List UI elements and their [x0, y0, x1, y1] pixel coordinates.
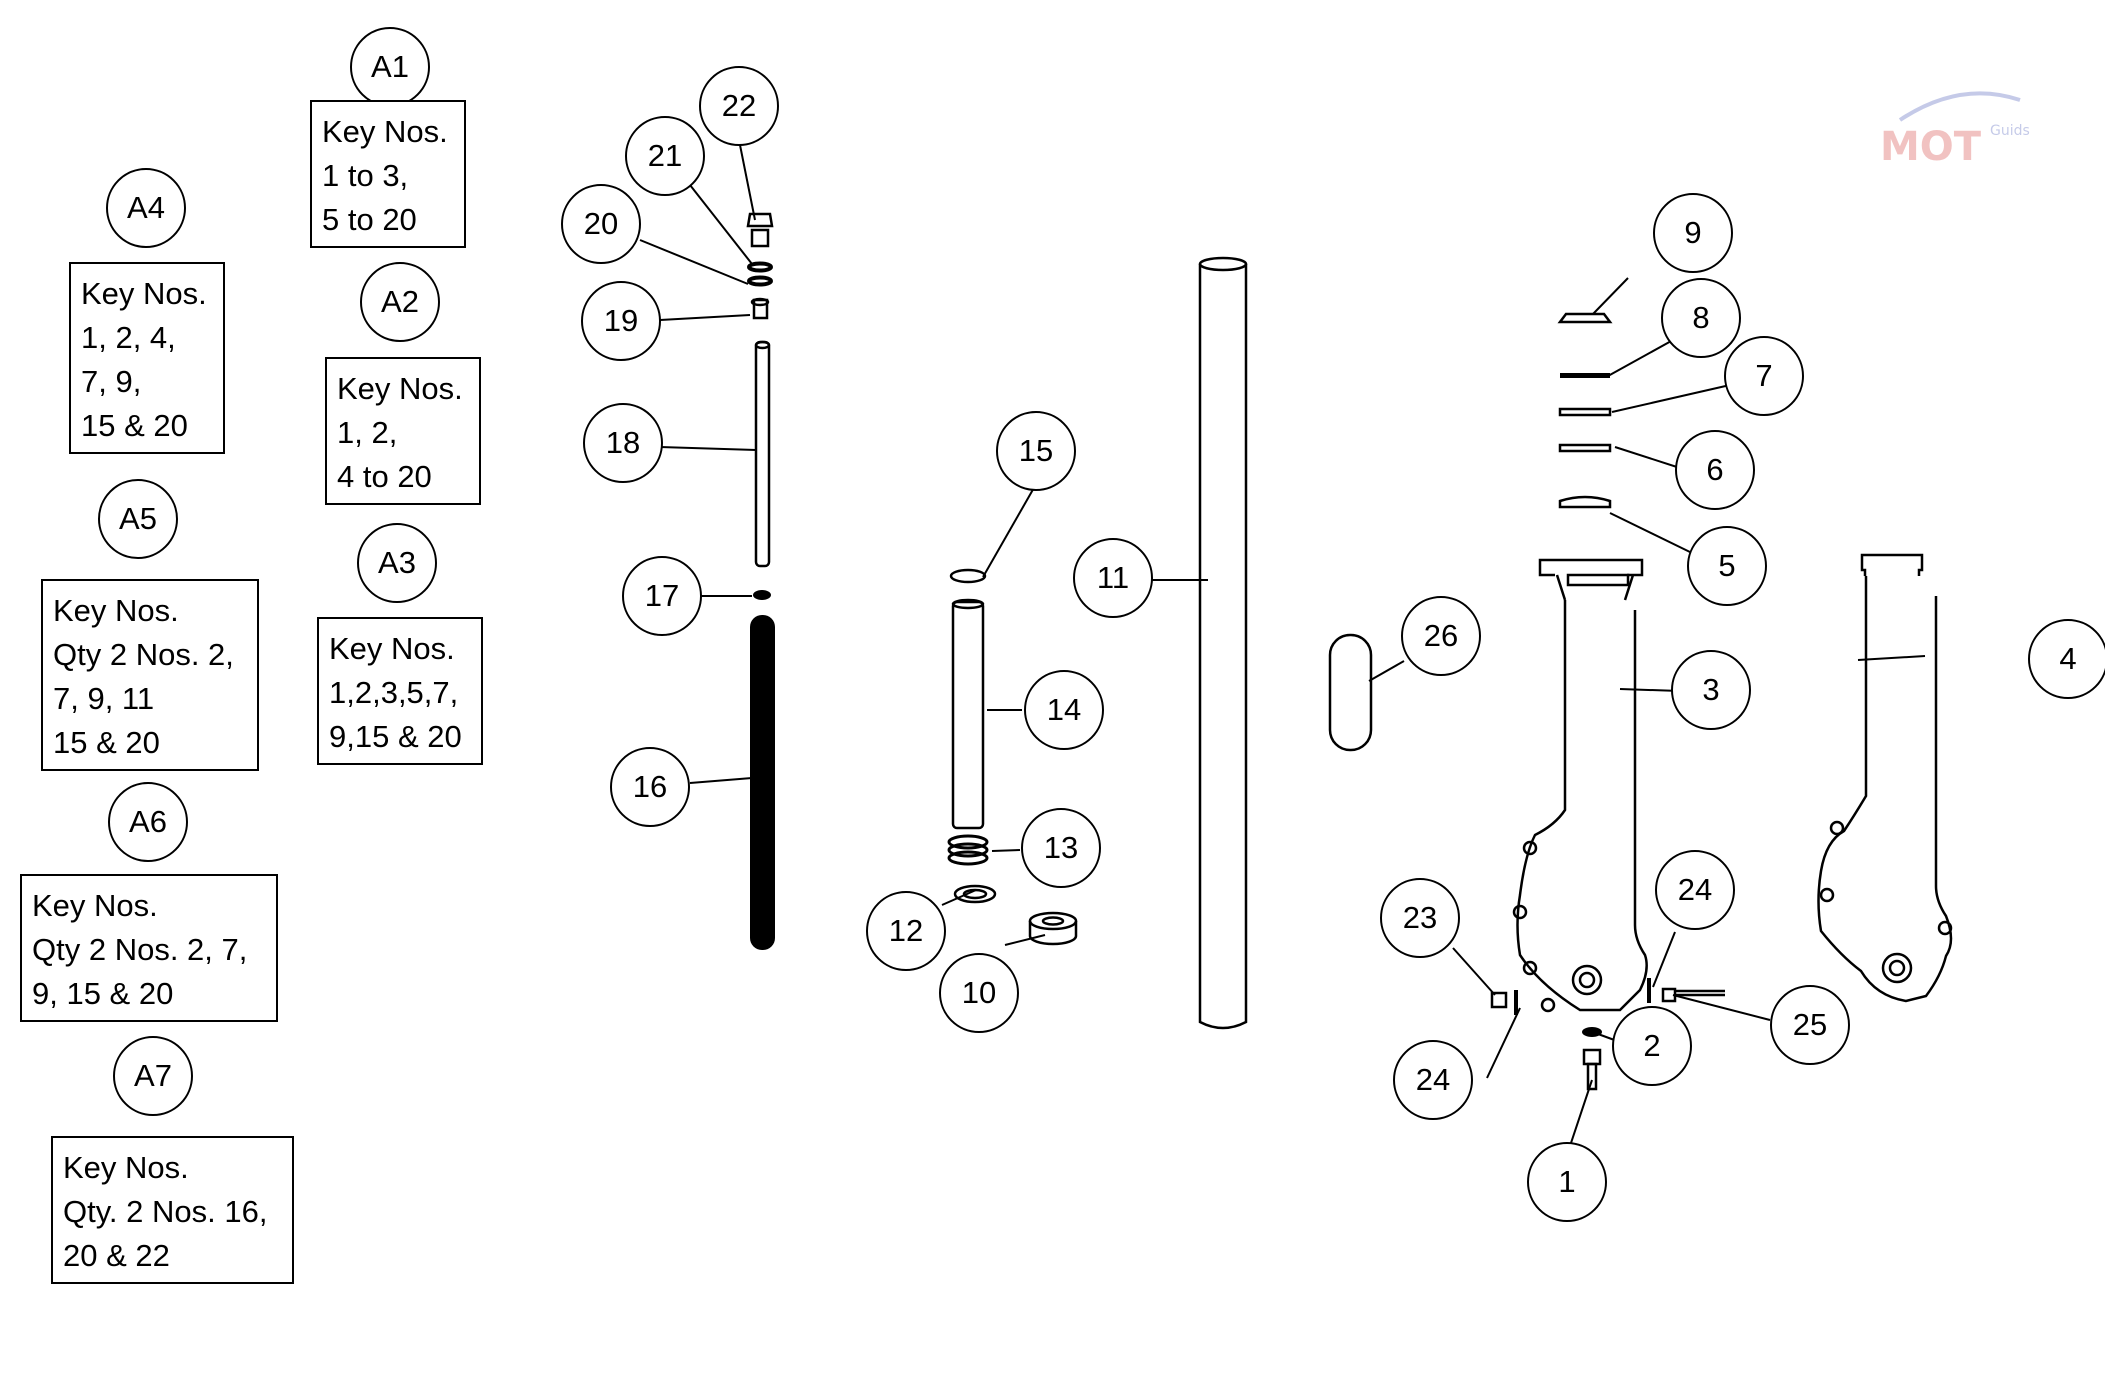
assembly-line: Key Nos.	[322, 114, 448, 149]
callout-16: 16	[610, 747, 690, 827]
assembly-line: 20 & 22	[63, 1238, 170, 1273]
callout-11: 11	[1073, 538, 1153, 618]
callout-6: 6	[1675, 430, 1755, 510]
dust-cap	[1557, 312, 1613, 324]
callout-9: 9	[1653, 193, 1733, 273]
callout-14: 14	[1024, 670, 1104, 750]
assembly-a5-circle: A5	[98, 479, 178, 559]
callout-20: 20	[561, 184, 641, 264]
assembly-a6-box: Key Nos. Qty 2 Nos. 2, 7, 9, 15 & 20	[20, 874, 278, 1022]
callout-23: 23	[1380, 878, 1460, 958]
callout-13: 13	[1021, 808, 1101, 888]
assembly-line: 1 to 3,	[322, 158, 409, 193]
assembly-line: 15 & 20	[53, 725, 160, 760]
assembly-a4-box: Key Nos. 1, 2, 4, 7, 9, 15 & 20	[69, 262, 225, 454]
callout-7: 7	[1724, 336, 1804, 416]
fork-spring	[750, 615, 775, 950]
assembly-line: Qty 2 Nos. 2, 7,	[32, 932, 248, 967]
lower-leg-right	[1817, 553, 1953, 1003]
callout-18: 18	[583, 403, 663, 483]
callout-26: 26	[1401, 596, 1481, 676]
cap-and-rings	[746, 212, 774, 320]
assembly-line: 7, 9,	[81, 364, 142, 399]
assembly-line: Qty. 2 Nos. 16,	[63, 1194, 268, 1229]
callout-19: 19	[581, 281, 661, 361]
assembly-a7-box: Key Nos. Qty. 2 Nos. 16, 20 & 22	[51, 1136, 294, 1284]
callout-8: 8	[1661, 278, 1741, 358]
spacer-tube	[951, 600, 985, 830]
callout-17: 17	[622, 556, 702, 636]
bush	[1028, 911, 1078, 946]
assembly-a4-circle: A4	[106, 168, 186, 248]
assembly-line: 9, 15 & 20	[32, 976, 174, 1011]
assembly-a2-circle: A2	[360, 262, 440, 342]
short-spring	[947, 834, 989, 866]
callout-3: 3	[1671, 650, 1751, 730]
axle-bolt	[1661, 987, 1725, 1003]
assembly-line: Key Nos.	[337, 371, 463, 406]
callout-24: 24	[1393, 1040, 1473, 1120]
callout-25: 25	[1770, 985, 1850, 1065]
assembly-a5-box: Key Nos. Qty 2 Nos. 2, 7, 9, 11 15 & 20	[41, 579, 259, 771]
callout-2: 2	[1612, 1006, 1692, 1086]
callout-22: 22	[699, 66, 779, 146]
assembly-line: 7, 9, 11	[53, 681, 155, 716]
callout-21: 21	[625, 116, 705, 196]
stanchion-tube	[1198, 256, 1248, 1030]
assembly-line: Key Nos.	[329, 631, 455, 666]
assembly-line: Key Nos.	[53, 593, 179, 628]
assembly-line: 1,2,3,5,7,	[329, 675, 459, 710]
callout-12: 12	[866, 891, 946, 971]
assembly-line: Key Nos.	[63, 1150, 189, 1185]
assembly-line: 4 to 20	[337, 459, 432, 494]
assembly-a3-circle: A3	[357, 523, 437, 603]
assembly-a1-box: Key Nos. 1 to 3, 5 to 20	[310, 100, 466, 248]
assembly-line: Qty 2 Nos. 2,	[53, 637, 234, 672]
base-bolt	[1582, 1048, 1602, 1091]
callout-1: 1	[1527, 1142, 1607, 1222]
assembly-line: Key Nos.	[81, 276, 207, 311]
assembly-a3-box: Key Nos. 1,2,3,5,7, 9,15 & 20	[317, 617, 483, 765]
assembly-a2-box: Key Nos. 1, 2, 4 to 20	[325, 357, 481, 505]
slider-pad	[1328, 633, 1373, 752]
assembly-line: 1, 2,	[337, 415, 398, 450]
lower-leg-left	[1512, 558, 1648, 1013]
assembly-a1-circle: A1	[350, 27, 430, 107]
assembly-a6-circle: A6	[108, 782, 188, 862]
damper-rod	[754, 340, 771, 568]
callout-10: 10	[939, 953, 1019, 1033]
assembly-line: 9,15 & 20	[329, 719, 462, 754]
assembly-line: 1, 2, 4,	[81, 320, 176, 355]
callout-4: 4	[2028, 619, 2105, 699]
callout-5: 5	[1687, 526, 1767, 606]
assembly-line: 5 to 20	[322, 202, 417, 237]
assembly-line: 15 & 20	[81, 408, 188, 443]
callout-15: 15	[996, 411, 1076, 491]
assembly-a7-circle: A7	[113, 1036, 193, 1116]
assembly-line: Key Nos.	[32, 888, 158, 923]
callout-24: 24	[1655, 850, 1735, 930]
